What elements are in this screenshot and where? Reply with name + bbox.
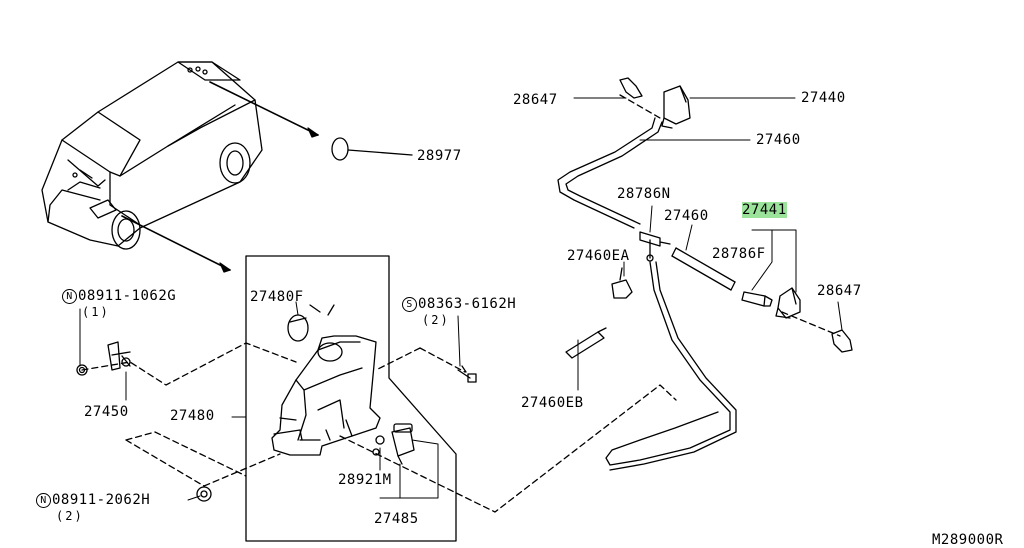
washer-reservoir-tank	[271, 335, 381, 456]
label-08911-2062H-qty: (2)	[56, 509, 84, 523]
part-number: 08911-2062H	[52, 492, 151, 508]
grommet-28647-right	[831, 329, 853, 353]
cap-27480F	[287, 304, 335, 342]
clip-27460EA	[611, 267, 633, 299]
label-28647-right: 28647	[817, 283, 862, 299]
clip-27460EB	[565, 327, 607, 359]
label-27480F: 27480F	[250, 289, 304, 305]
nozzle-27440	[661, 85, 691, 129]
label-27460-top: 27460	[756, 132, 801, 148]
bolt-08363	[457, 365, 477, 383]
part-number: 08363-6162H	[418, 296, 517, 312]
reservoir-group-box	[245, 255, 457, 542]
label-28647-top: 28647	[513, 92, 558, 108]
vehicle-arrows	[121, 81, 319, 273]
label-28786N: 28786N	[617, 186, 671, 202]
diagram-code: M289000R	[932, 532, 1004, 548]
nut-prefix-symbol: N	[36, 493, 51, 508]
bolt-prefix-symbol: S	[402, 297, 417, 312]
hose-27460-upper	[557, 117, 663, 229]
label-27441: 27441	[742, 202, 787, 218]
label-27440: 27440	[801, 90, 846, 106]
nut-08911-2062H	[196, 486, 212, 502]
cap-28977	[331, 137, 413, 161]
label-27460EB: 27460EB	[521, 395, 584, 411]
label-27480: 27480	[170, 408, 215, 424]
label-27441-highlight: 27441	[742, 202, 787, 218]
hose-27460-lower	[605, 261, 737, 471]
hose-27460-right	[671, 247, 736, 291]
label-27460EA: 27460EA	[567, 248, 630, 264]
label-28921M: 28921M	[338, 472, 392, 488]
tee-joint-28786N	[639, 231, 671, 262]
label-28786F: 28786F	[712, 246, 766, 262]
label-27460-mid: 27460	[664, 208, 709, 224]
label-27450: 27450	[84, 404, 129, 420]
label-08363-6162H-qty: (2)	[422, 313, 450, 327]
part-number: 08911-1062G	[78, 288, 177, 304]
nozzle-27441	[775, 287, 801, 319]
grommet-28647-top	[619, 77, 643, 99]
check-valve-28786F	[741, 291, 773, 307]
label-28977: 28977	[417, 148, 462, 164]
washer-pump-27485	[372, 423, 415, 465]
label-27485: 27485	[374, 511, 419, 527]
vehicle-illustration	[41, 61, 263, 250]
label-08911-1062G-qty: (1)	[82, 305, 110, 319]
nut-prefix-symbol: N	[62, 289, 77, 304]
leader-lines	[79, 97, 843, 501]
